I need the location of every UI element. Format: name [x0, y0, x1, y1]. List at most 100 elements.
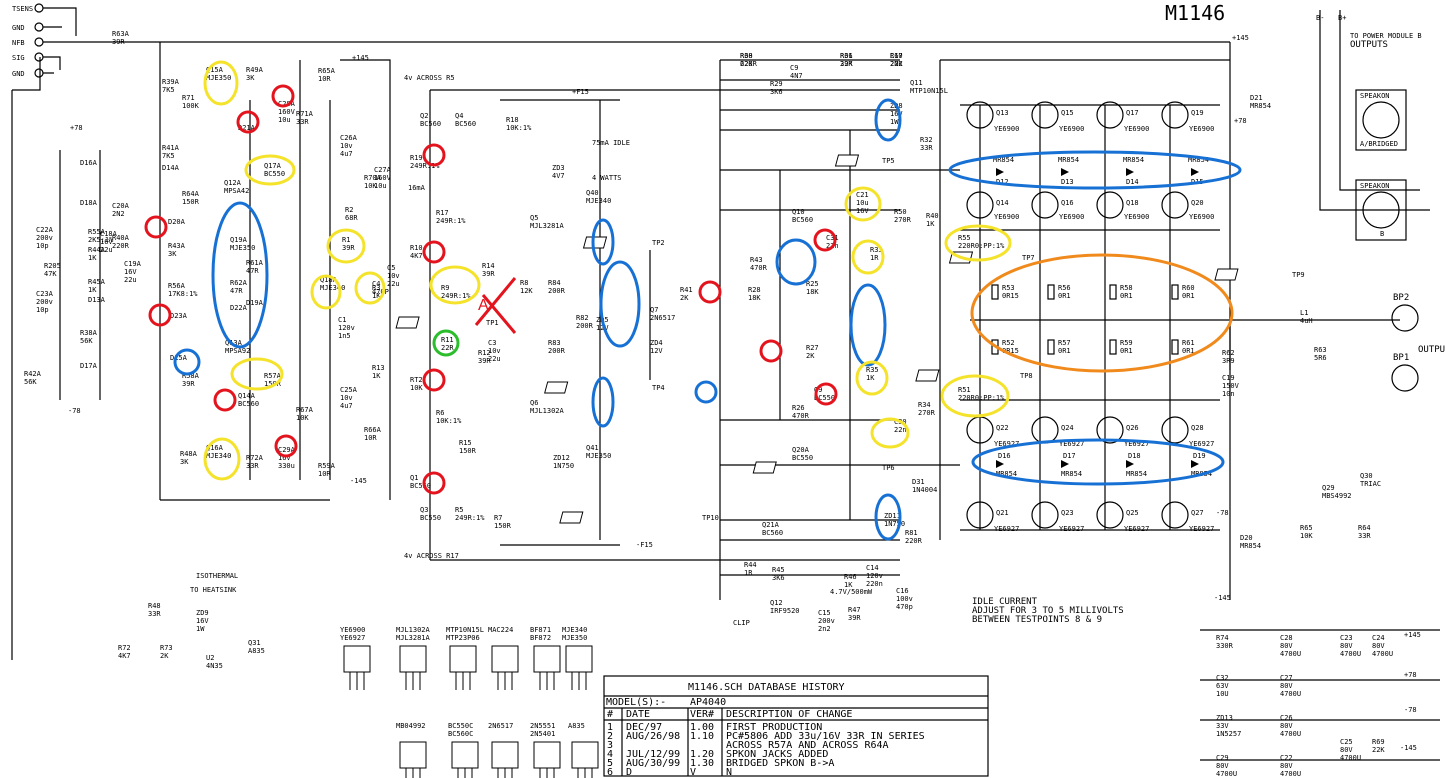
svg-text:68R: 68R [345, 214, 358, 222]
svg-text:R71: R71 [182, 94, 195, 102]
svg-text:MPSA92: MPSA92 [225, 347, 250, 355]
svg-text:Q15A: Q15A [206, 66, 224, 74]
svg-text:MJE340: MJE340 [320, 284, 345, 292]
testpoint-tp8: TP8 [915, 369, 1033, 382]
svg-text:1N5257: 1N5257 [1216, 730, 1241, 738]
transistor-q14: Q14 YE6900 [966, 191, 1019, 221]
svg-text:R2: R2 [345, 206, 353, 214]
svg-text:R64: R64 [1358, 524, 1371, 532]
svg-text:2K: 2K [160, 652, 169, 660]
svg-text:10K: 10K [1300, 532, 1313, 540]
svg-text:R3: R3 [372, 284, 380, 292]
note-16ma: 16mA [408, 184, 426, 192]
highlight-yellow-r40 [855, 360, 889, 396]
svg-text:ZD3: ZD3 [552, 164, 565, 172]
svg-text:R10: R10 [410, 244, 423, 252]
svg-text:3: 3 [607, 740, 613, 751]
svg-text:R71A: R71A [296, 110, 314, 118]
component-d19a: D19A [246, 299, 264, 307]
svg-text:R84: R84 [548, 279, 561, 287]
svg-text:MR854: MR854 [1240, 542, 1261, 550]
svg-text:270R: 270R [894, 216, 912, 224]
red-marker [274, 434, 298, 458]
svg-text:BC550: BC550 [420, 514, 441, 522]
svg-text:D17A: D17A [80, 362, 98, 370]
svg-text:YE6927: YE6927 [1059, 525, 1084, 533]
svg-text:Q26: Q26 [1126, 424, 1139, 432]
svg-text:470R: 470R [792, 412, 810, 420]
transistor-q13: Q13 YE6900 [966, 101, 1019, 133]
testpoint-tp9: TP9 [1214, 268, 1305, 281]
svg-text:YE6900: YE6900 [1189, 213, 1214, 221]
svg-text:47K: 47K [44, 270, 57, 278]
svg-text:YE6927: YE6927 [340, 634, 365, 642]
highlight-yellow-rt2 [429, 265, 481, 305]
highlight-yellow-r51 [940, 374, 1010, 418]
svg-text:R67A: R67A [296, 406, 314, 414]
svg-text:D14A: D14A [162, 164, 180, 172]
svg-text:MR854: MR854 [993, 156, 1014, 164]
svg-text:3K: 3K [246, 74, 255, 82]
svg-text:2N5551: 2N5551 [530, 722, 555, 730]
highlight-blue-d3d4 [591, 376, 615, 428]
svg-text:17K8:1%: 17K8:1% [168, 290, 198, 298]
svg-text:33R: 33R [920, 144, 933, 152]
svg-text:FIRST PRODUCTION: FIRST PRODUCTION [726, 722, 822, 733]
svg-text:R14: R14 [482, 262, 495, 270]
svg-text:R51: R51 [958, 386, 971, 394]
resistor-r59: R59 0R1 [1109, 339, 1133, 355]
svg-text:ZD4: ZD4 [650, 339, 663, 347]
svg-text:MTP10N15L: MTP10N15L [446, 626, 484, 634]
package-2n6517: 2N6517 [488, 722, 519, 778]
svg-text:-78: -78 [68, 407, 81, 415]
testpoint-tp5: TP5 [834, 154, 895, 167]
svg-text:R66: R66 [840, 52, 853, 60]
svg-text:10U: 10U [1216, 690, 1229, 698]
svg-text:ZD13: ZD13 [1216, 714, 1233, 722]
note-heatsink: TO HEATSINK [190, 586, 237, 594]
svg-text:BC550C: BC550C [448, 722, 473, 730]
svg-text:+F15: +F15 [572, 88, 589, 96]
svg-text:1K: 1K [88, 286, 97, 294]
testpoint-tp6: TP6 [752, 461, 895, 474]
svg-text:MJE350: MJE350 [230, 244, 255, 252]
svg-text:R59: R59 [1120, 339, 1133, 347]
highlight-blue-bottom-diodes [971, 438, 1225, 486]
svg-text:D21A: D21A [238, 124, 256, 132]
svg-text:12V: 12V [650, 347, 663, 355]
svg-text:OUTPUTS: OUTPUTS [1350, 40, 1388, 50]
highlight-yellow-r63a [230, 357, 284, 391]
svg-text:0R1: 0R1 [1120, 347, 1133, 355]
svg-text:1: 1 [607, 722, 613, 733]
svg-text:R63A: R63A [112, 30, 130, 38]
svg-text:Q30: Q30 [1360, 472, 1373, 480]
svg-text:10u: 10u [278, 116, 291, 124]
svg-text:Q31: Q31 [248, 639, 261, 647]
svg-text:BP2: BP2 [1393, 293, 1409, 303]
svg-text:470P: 470P [372, 288, 389, 296]
